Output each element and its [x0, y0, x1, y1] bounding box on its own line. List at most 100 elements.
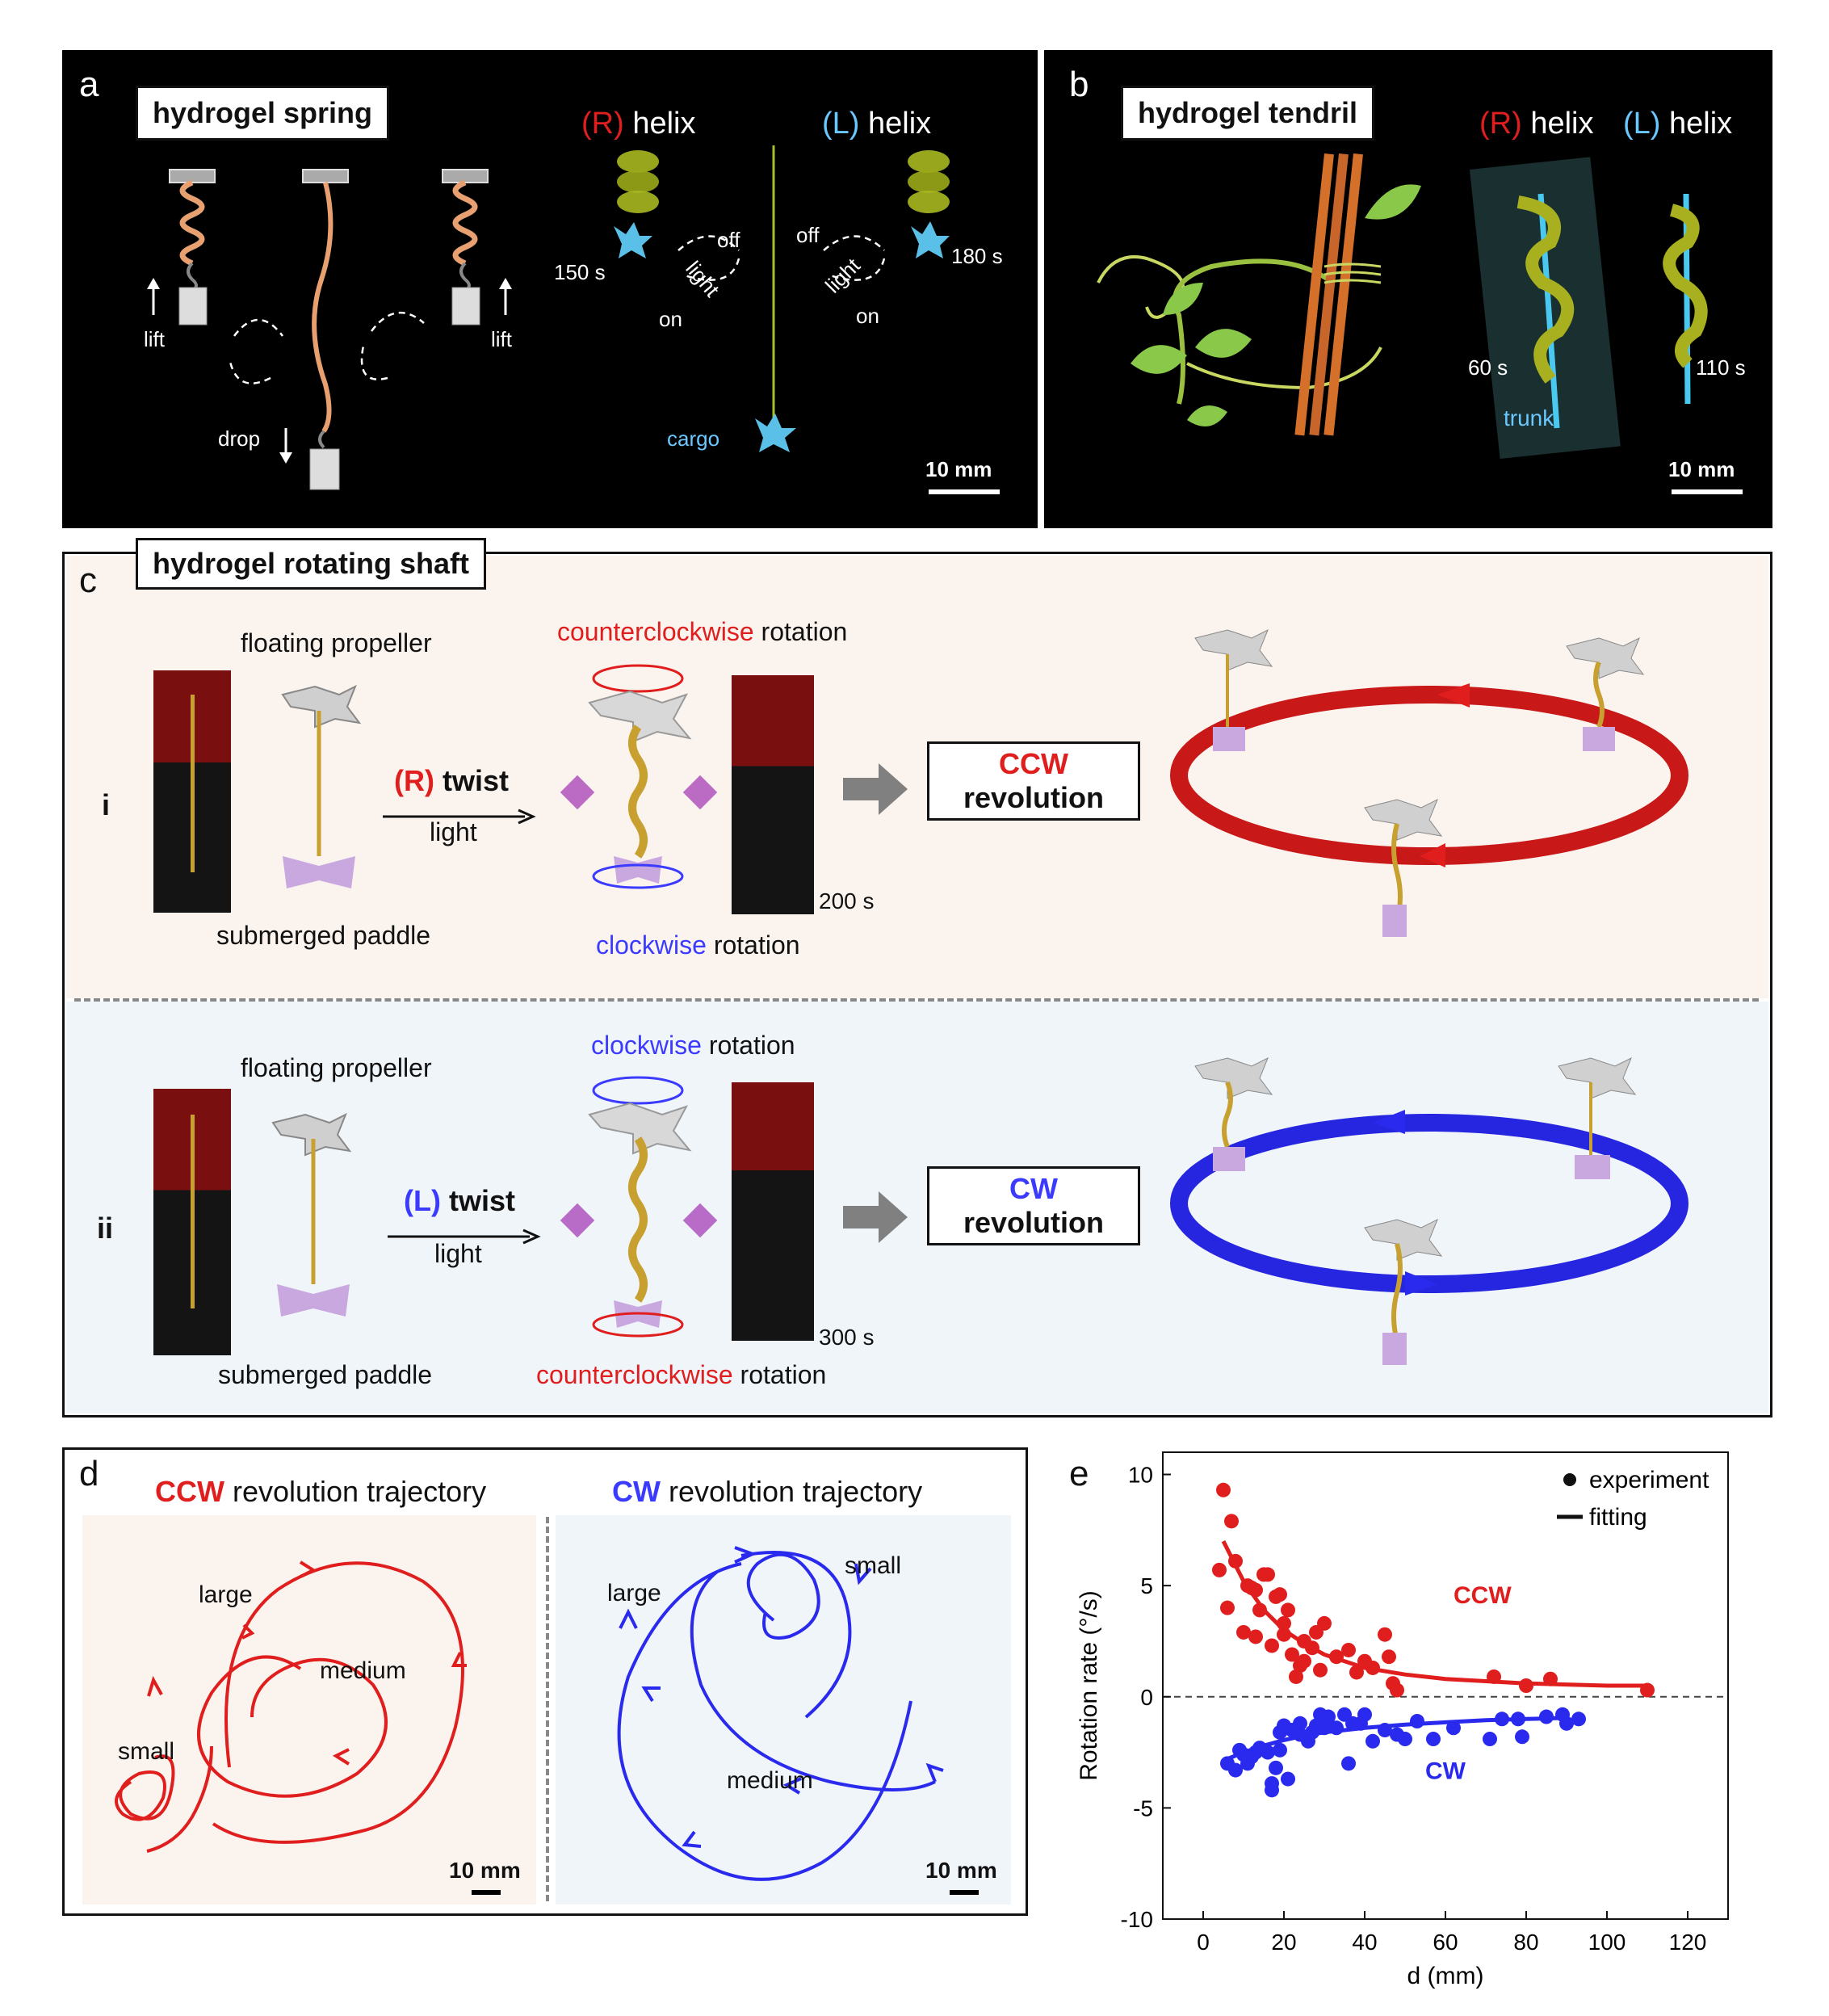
row-i-big-arrow	[843, 763, 908, 815]
row-ii-light: light	[434, 1239, 482, 1268]
cw-large-label: large	[607, 1580, 661, 1606]
data-point-ccw	[1390, 1682, 1404, 1698]
data-point-cw	[1571, 1712, 1586, 1727]
data-point-ccw	[1277, 1627, 1291, 1642]
row-divider	[74, 998, 1759, 1002]
y-tick-label: -5	[1133, 1796, 1153, 1821]
data-point-cw	[1559, 1716, 1574, 1731]
row-i-revolution	[1170, 628, 1688, 937]
data-point-ccw	[1273, 1587, 1287, 1602]
r-helix-label: (R) helix	[581, 107, 696, 141]
panel-d-left-title: CCW revolution trajectory	[155, 1475, 487, 1508]
data-point-cw	[1365, 1733, 1380, 1749]
data-point-ccw	[1329, 1649, 1344, 1665]
lift-right-label: lift	[491, 327, 512, 351]
l-helix-label: (L) helix	[822, 107, 932, 141]
data-point-cw	[1378, 1723, 1392, 1738]
data-point-ccw	[1248, 1582, 1263, 1598]
b-l-helix-label: (L) helix	[1623, 107, 1733, 141]
data-point-cw	[1495, 1712, 1509, 1727]
off-left: off	[717, 228, 740, 252]
on-right: on	[856, 304, 879, 328]
row-i-box: CCW revolution	[927, 741, 1140, 821]
annotation-ccw: CCW	[1454, 1582, 1512, 1609]
data-point-ccw	[1487, 1669, 1501, 1684]
row-ii-submerged: submerged paddle	[218, 1360, 433, 1389]
row-i-twist: (R) twist	[394, 764, 510, 797]
x-tick-label: 60	[1433, 1930, 1458, 1955]
spring-diagram	[147, 169, 512, 490]
data-point-ccw	[1289, 1669, 1303, 1684]
data-point-cw	[1321, 1709, 1336, 1724]
data-point-cw	[1273, 1742, 1287, 1758]
data-point-cw	[1357, 1707, 1372, 1722]
data-point-ccw	[1220, 1600, 1235, 1615]
scale-a-bar	[929, 489, 1000, 494]
fit-line-ccw	[1221, 1539, 1647, 1688]
cw-scale-label: 10 mm	[925, 1858, 997, 1883]
ccw-small-label: small	[118, 1738, 175, 1765]
x-tick-label: 0	[1197, 1930, 1210, 1955]
row-i-box-line1: CCW	[999, 747, 1068, 780]
scale-b-bar	[1672, 489, 1743, 494]
data-point-ccw	[1277, 1615, 1291, 1631]
cw-medium-label: medium	[727, 1767, 813, 1794]
row-i-label: i	[102, 788, 111, 821]
data-point-ccw	[1382, 1649, 1396, 1665]
ccw-trajectories	[115, 1560, 467, 1853]
row-ii-box-line1: CW	[1009, 1172, 1058, 1205]
row-i-submerged: submerged paddle	[216, 921, 431, 950]
row-i-bottom-rotation: clockwise rotation	[596, 930, 800, 960]
row-i-twisted-shaft	[588, 664, 692, 889]
x-tick-label: 40	[1352, 1930, 1377, 1955]
data-point-ccw	[1305, 1640, 1319, 1656]
ccw-scale-label: 10 mm	[449, 1858, 521, 1883]
legend-marker-experiment	[1563, 1473, 1576, 1486]
b-time-r: 60 s	[1468, 355, 1508, 380]
legend-label-experiment: experiment	[1589, 1467, 1709, 1493]
data-point-cw	[1539, 1709, 1554, 1724]
panel-c-frame	[62, 552, 1772, 1418]
scale-a-label: 10 mm	[925, 457, 992, 481]
helix-photo-a	[614, 145, 950, 452]
data-point-ccw	[1212, 1562, 1227, 1577]
row-ii-arrow	[388, 1228, 541, 1245]
row-i-box-line2: revolution	[963, 781, 1104, 814]
row-i-light: light	[430, 817, 477, 846]
data-point-ccw	[1349, 1665, 1364, 1680]
on-left: on	[659, 307, 682, 331]
data-point-ccw	[1265, 1638, 1279, 1653]
data-point-cw	[1515, 1729, 1529, 1745]
row-i-top-rotation: counterclockwise rotation	[557, 617, 848, 646]
y-tick-label: -10	[1121, 1907, 1153, 1932]
data-point-ccw	[1543, 1671, 1558, 1686]
panel-b-title: hydrogel tendril	[1121, 86, 1375, 141]
data-point-ccw	[1236, 1624, 1251, 1640]
x-tick-label: 100	[1588, 1930, 1626, 1955]
ccw-scale-bar	[472, 1890, 501, 1895]
row-ii-top-rotation: clockwise rotation	[591, 1031, 795, 1060]
row-ii-twist: (L) twist	[404, 1184, 515, 1217]
data-point-cw	[1265, 1776, 1279, 1791]
data-point-cw	[1228, 1762, 1243, 1778]
row-ii-revolution	[1170, 1056, 1688, 1365]
data-point-cw	[1511, 1712, 1525, 1727]
ccw-medium-label: medium	[320, 1657, 406, 1684]
row-ii-bg	[66, 1002, 1768, 1413]
data-point-cw	[1317, 1720, 1332, 1736]
row-i-bg	[66, 556, 1768, 998]
legend-label-fitting: fitting	[1589, 1504, 1647, 1531]
off-right: off	[796, 223, 820, 247]
row-i-shaft-diagram	[281, 684, 362, 888]
data-point-ccw	[1341, 1642, 1356, 1657]
row-i-arrow	[383, 808, 536, 825]
panel-e-letter: e	[1069, 1454, 1089, 1493]
trunk-label: trunk	[1504, 405, 1554, 430]
panel-c-letter: c	[79, 561, 97, 600]
x-tick-label: 120	[1669, 1930, 1707, 1955]
data-point-cw	[1329, 1720, 1344, 1736]
panel-a-letter: a	[79, 65, 99, 104]
lift-left-label: lift	[144, 327, 165, 351]
time-r-a: 150 s	[554, 260, 606, 284]
